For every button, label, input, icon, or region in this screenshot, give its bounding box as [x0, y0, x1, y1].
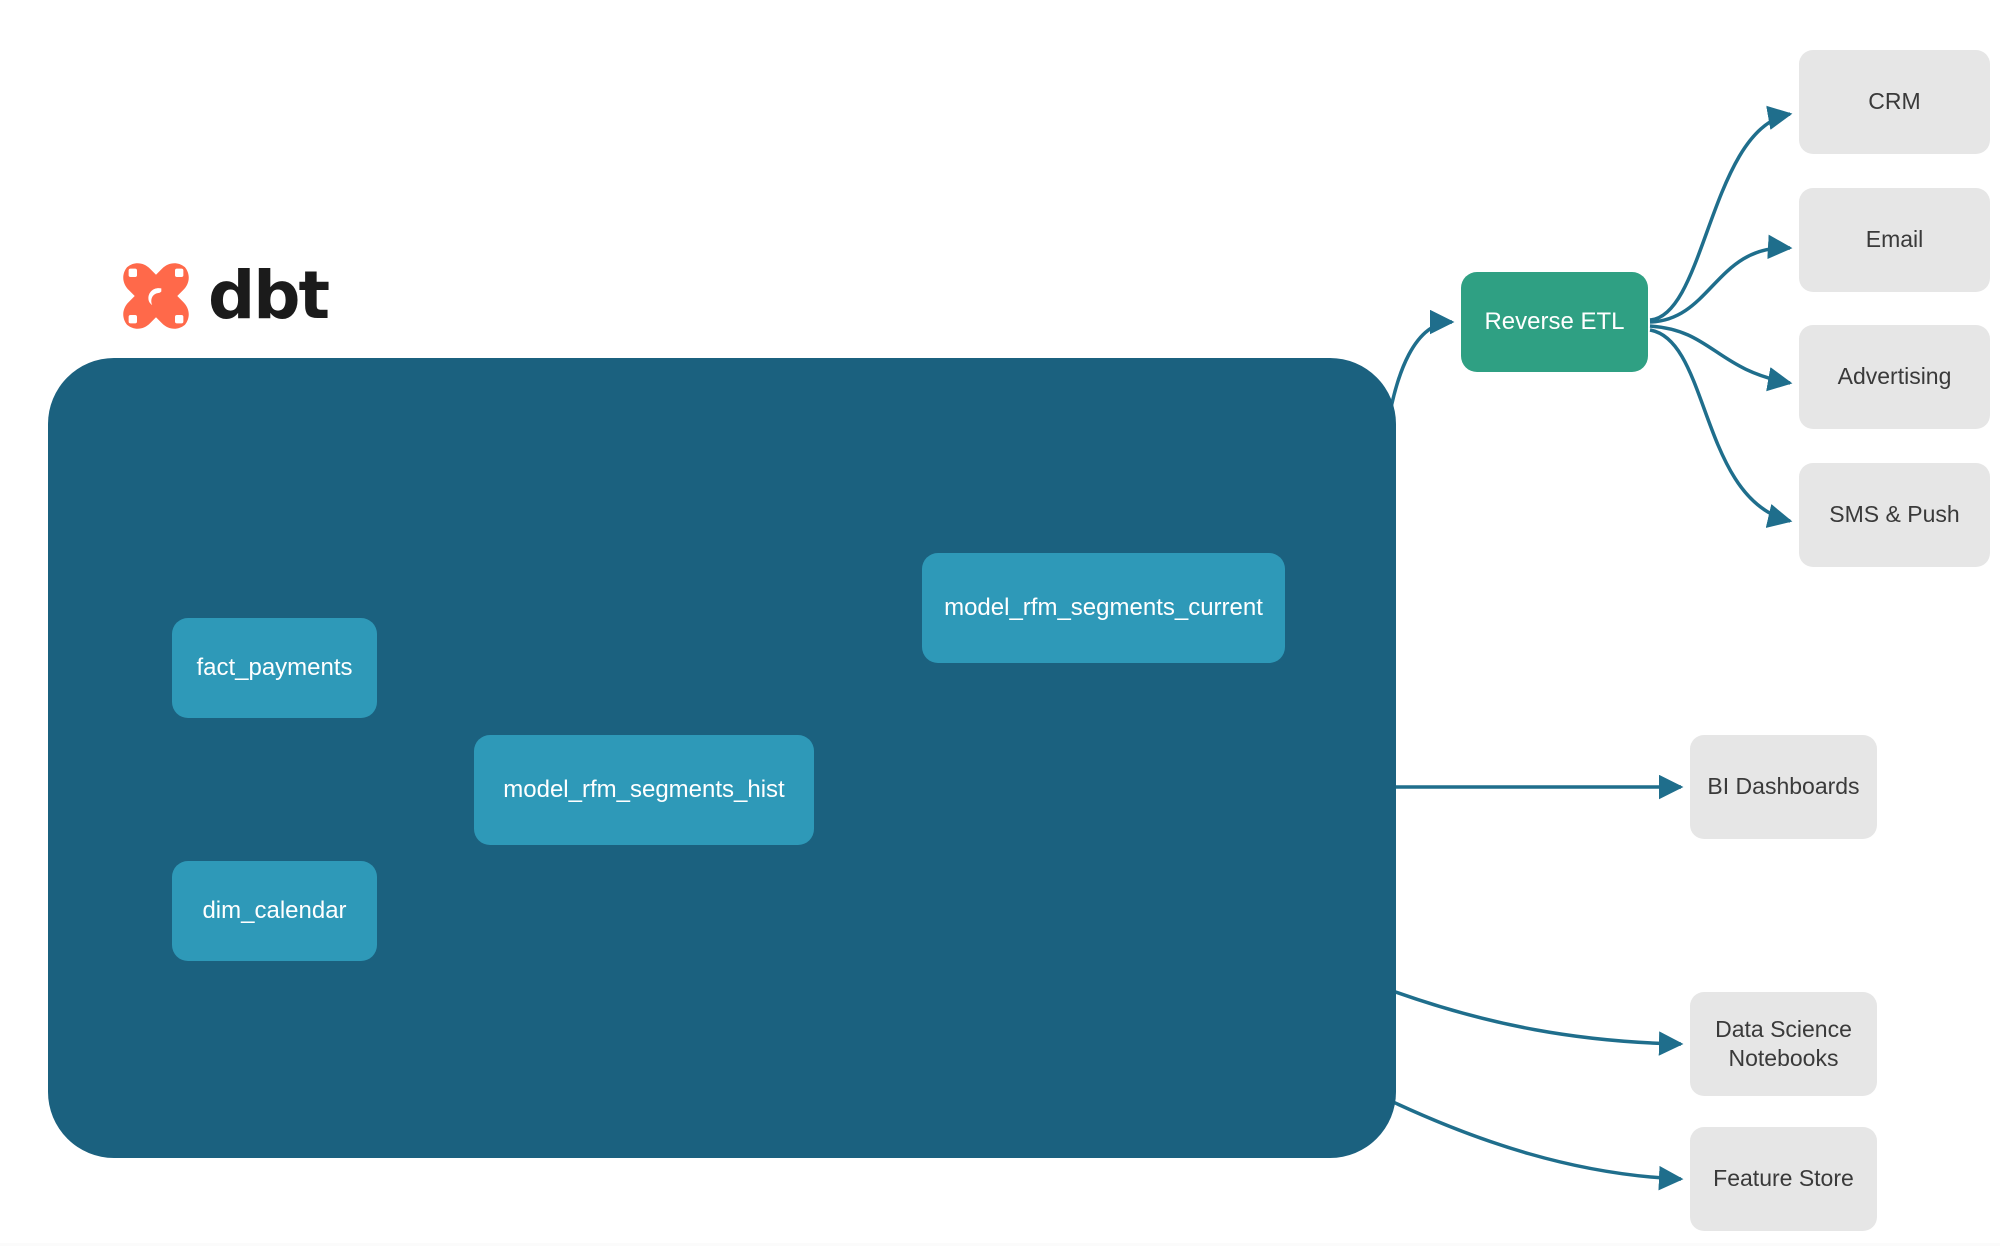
edge-reverse-etl-to-email: [1649, 234, 1793, 324]
dbt-wordmark: dbt: [208, 257, 330, 334]
node-bi-dashboards[interactable]: BI Dashboards: [1690, 735, 1877, 839]
node-reverse-etl[interactable]: Reverse ETL: [1461, 272, 1648, 372]
ds-notebooks-line-2: Notebooks: [1728, 1045, 1839, 1071]
node-model-rfm-segments-current[interactable]: model_rfm_segments_current: [922, 553, 1285, 663]
node-feature-store[interactable]: Feature Store: [1690, 1127, 1877, 1231]
node-sms-push[interactable]: SMS & Push: [1799, 463, 1990, 567]
edge-reverse-etl-to-sms-push: [1649, 328, 1793, 528]
dbt-logo: dbt: [118, 257, 330, 334]
edge-reverse-etl-to-advertising: [1649, 324, 1793, 392]
node-fact-payments[interactable]: fact_payments: [172, 618, 377, 718]
node-dim-calendar[interactable]: dim_calendar: [172, 861, 377, 961]
dbt-logo-icon: [123, 263, 189, 329]
node-crm[interactable]: CRM: [1799, 50, 1990, 154]
edge-hist-to-ds-notebooks: [1389, 988, 1684, 1056]
edge-hist-to-feature-store: [1367, 1088, 1684, 1191]
node-advertising[interactable]: Advertising: [1799, 325, 1990, 429]
node-data-science-notebooks[interactable]: Data Science Notebooks: [1690, 992, 1877, 1096]
edge-reverse-etl-to-crm: [1649, 105, 1793, 322]
node-model-rfm-segments-hist[interactable]: model_rfm_segments_hist: [474, 735, 814, 845]
node-email[interactable]: Email: [1799, 188, 1990, 292]
ds-notebooks-line-1: Data Science: [1715, 1015, 1852, 1042]
bottom-hairline: [0, 1243, 2000, 1246]
